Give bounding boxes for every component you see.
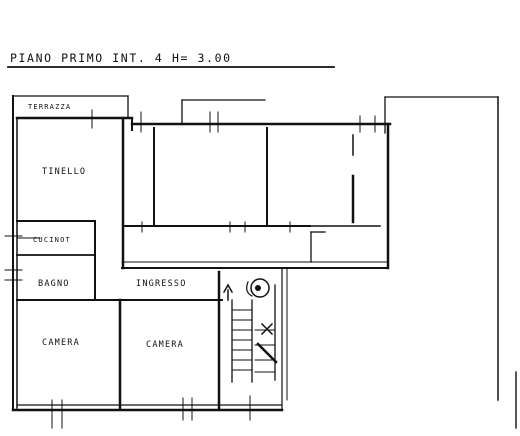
label-cucinotto: CUCINOT <box>33 236 71 244</box>
exterior-walls <box>11 95 517 429</box>
room-labels: TERRAZZA TINELLO CUCINOT BAGNO INGRESSO … <box>28 103 187 350</box>
label-camera-right: CAMERA <box>146 340 184 350</box>
label-camera-left: CAMERA <box>42 338 80 348</box>
label-ingresso: INGRESSO <box>136 279 187 289</box>
label-bagno: BAGNO <box>38 279 70 289</box>
staircase <box>222 278 278 383</box>
label-tinello: TINELLO <box>42 167 86 177</box>
label-terrazza: TERRAZZA <box>28 103 71 111</box>
opening-marks <box>4 109 376 429</box>
interior-walls <box>16 116 381 410</box>
plan-title: PIANO PRIMO INT. 4 H= 3.00 <box>10 51 232 65</box>
